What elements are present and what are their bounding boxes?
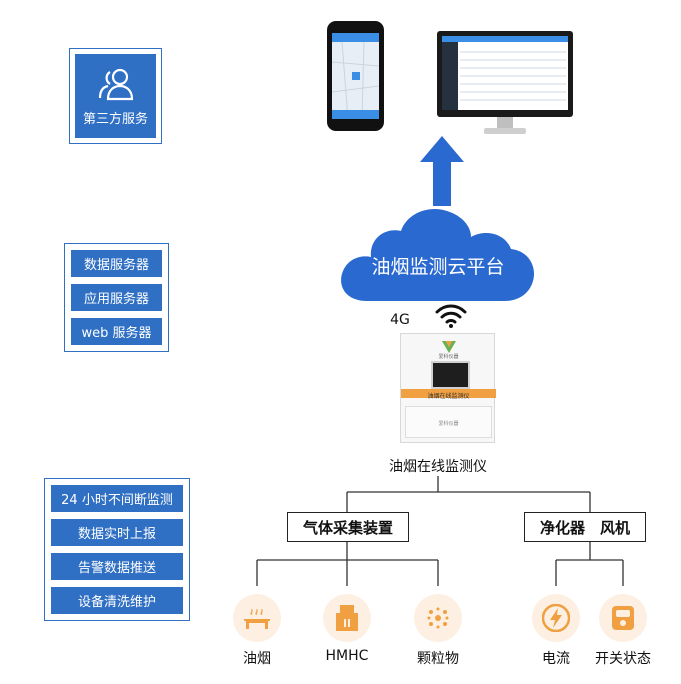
device-name: 油烟在线监测仪 — [389, 459, 487, 475]
wifi-icon — [435, 304, 467, 328]
users-icon — [98, 68, 133, 100]
device-lower — [405, 406, 492, 438]
purifier-fan-box: 净化器 风机 — [524, 512, 646, 542]
cloud-title: 油烟监测云平台 — [371, 256, 505, 278]
hmhc-icon — [336, 605, 358, 631]
feature-alarm: 告警数据推送 — [51, 553, 183, 580]
cloud-shape — [341, 209, 535, 301]
device-lower-text: 爱科仪器 — [438, 421, 459, 427]
sensor-label-oil: 油烟 — [243, 651, 271, 667]
network-label: 4G — [390, 312, 410, 328]
feature-panel: 24 小时不间断监测 数据实时上报 告警数据推送 设备清洗维护 — [44, 478, 190, 621]
monitor-base — [484, 128, 526, 134]
server-app: 应用服务器 — [71, 284, 162, 311]
server-panel: 数据服务器 应用服务器 web 服务器 — [64, 243, 169, 352]
phone-device — [327, 21, 384, 131]
third-party-panel: 第三方服务 — [69, 48, 162, 144]
sensor-particle — [414, 594, 462, 642]
brand-logo-icon — [442, 341, 456, 353]
device-screen — [431, 361, 470, 389]
sensor-hmhc — [323, 594, 371, 642]
sensor-label-switch: 开关状态 — [595, 651, 651, 667]
sensor-label-hmhc: HMHC — [325, 648, 369, 664]
upload-arrow — [420, 136, 464, 206]
sensor-label-particle: 颗粒物 — [417, 651, 459, 667]
sensor-oil-fume — [233, 594, 281, 642]
switch-icon — [612, 606, 634, 630]
monitor-instrument: 爱科仪器 油烟在线监测仪 爱科仪器 — [400, 333, 496, 443]
phone-screen — [332, 33, 379, 119]
monitor-screen — [442, 36, 568, 110]
third-party-label: 第三方服务 — [82, 111, 148, 127]
server-data: 数据服务器 — [71, 250, 162, 277]
server-web: web 服务器 — [71, 318, 162, 345]
device-panel-text: 油烟在线监测仪 — [427, 393, 470, 400]
feature-realtime: 数据实时上报 — [51, 519, 183, 546]
gas-collector-box: 气体采集装置 — [287, 512, 409, 542]
device-stripe — [401, 389, 496, 398]
desktop-monitor — [437, 31, 573, 117]
device-brand: 爱科仪器 — [438, 354, 459, 360]
sensor-label-current: 电流 — [542, 651, 570, 667]
third-party-box: 第三方服务 — [75, 54, 156, 138]
oil-fume-icon — [244, 609, 270, 629]
sensor-switch — [599, 594, 647, 642]
feature-maintenance: 设备清洗维护 — [51, 587, 183, 614]
particle-icon — [427, 607, 449, 629]
feature-monitoring: 24 小时不间断监测 — [51, 485, 183, 512]
sensor-current — [532, 594, 580, 642]
monitor-stand — [497, 117, 513, 129]
lightning-icon — [542, 604, 570, 632]
